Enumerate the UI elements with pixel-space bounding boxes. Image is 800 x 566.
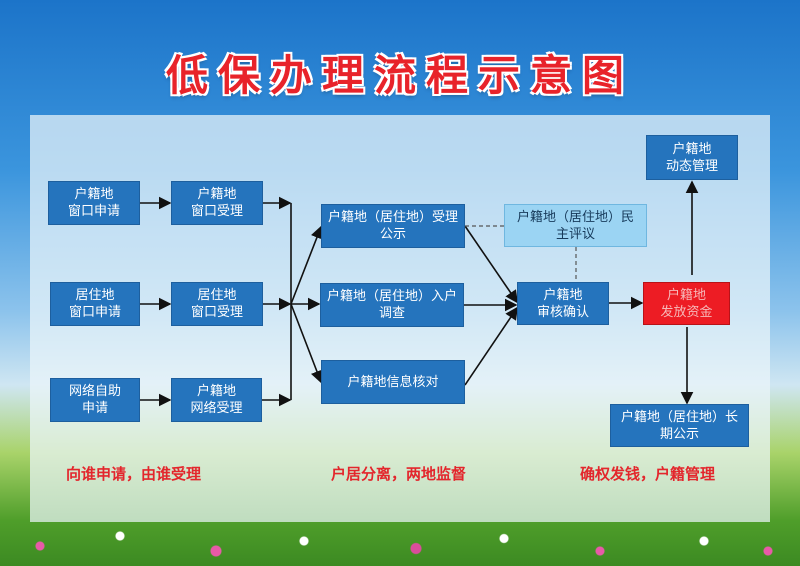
node-apply-residence-window: 居住地 窗口申请 bbox=[50, 282, 140, 326]
note-two-place-supervision: 户居分离，两地监督 bbox=[331, 465, 467, 483]
arrow-c3-e bbox=[464, 306, 518, 386]
node-public-notice: 户籍地（居住地）受理公示 bbox=[321, 204, 465, 248]
flower-decoration bbox=[0, 516, 800, 566]
node-home-visit: 户籍地（居住地）入户调查 bbox=[320, 283, 464, 327]
note-apply-accept: 向谁申请，由谁受理 bbox=[66, 465, 202, 483]
node-fund-release: 户籍地 发放资金 bbox=[643, 282, 730, 325]
node-info-check: 户籍地信息核对 bbox=[321, 360, 465, 404]
node-democratic-review: 户籍地（居住地）民主评议 bbox=[504, 204, 647, 247]
node-accept-residence-window: 居住地 窗口受理 bbox=[171, 282, 263, 326]
node-long-term-notice: 户籍地（居住地）长期公示 bbox=[610, 404, 749, 447]
note-pay-management: 确权发钱，户籍管理 bbox=[580, 465, 716, 483]
node-accept-online: 户籍地 网络受理 bbox=[171, 378, 262, 422]
arrow-c1 bbox=[290, 225, 323, 305]
arrow-c3 bbox=[290, 303, 323, 384]
node-audit-confirm: 户籍地 审核确认 bbox=[517, 282, 609, 325]
node-apply-hukou-window: 户籍地 窗口申请 bbox=[48, 181, 140, 225]
node-accept-hukou-window: 户籍地 窗口受理 bbox=[171, 181, 263, 225]
arrow-c1-e bbox=[464, 225, 518, 304]
node-apply-online: 网络自助 申请 bbox=[50, 378, 140, 422]
page-title: 低保办理流程示意图 bbox=[165, 51, 634, 100]
node-dynamic-management: 户籍地 动态管理 bbox=[646, 135, 738, 180]
